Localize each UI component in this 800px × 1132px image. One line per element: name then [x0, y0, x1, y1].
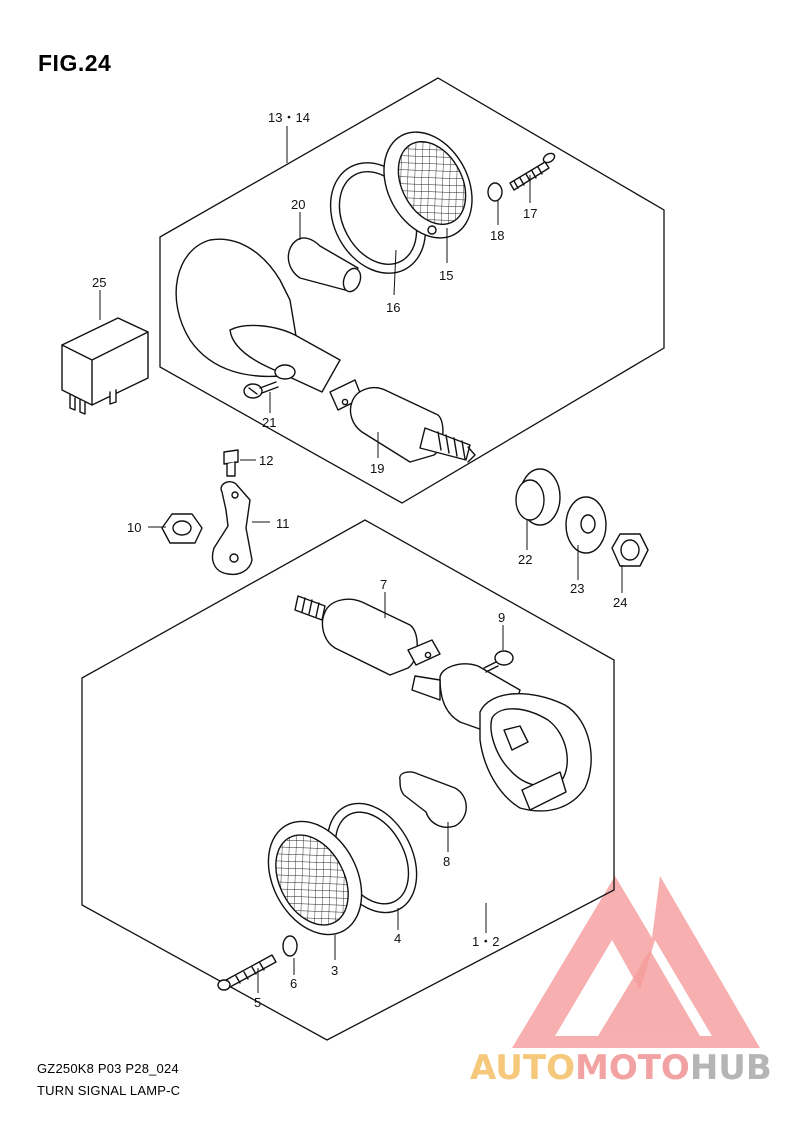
screw-lower: [217, 954, 277, 991]
watermark-auto: AUTO: [470, 1048, 575, 1088]
lens-upper: [383, 131, 473, 239]
diagram-code: GZ250K8 P03 P28_024: [37, 1061, 179, 1076]
lamp-stem-lower: [294, 595, 441, 676]
callout-8: 8: [443, 854, 450, 869]
washer-upper: [487, 182, 503, 202]
callout-16: 16: [386, 300, 400, 315]
watermark-text: AUTOMOTOHUB: [470, 1048, 772, 1088]
callout-21: 21: [262, 415, 276, 430]
bolt-12: [223, 449, 239, 477]
screw-upper: [509, 152, 556, 191]
watermark-hub: HUB: [689, 1048, 772, 1088]
lamp-housing-upper: [175, 238, 363, 411]
bulb-lower: [399, 771, 467, 828]
callout-15: 15: [439, 268, 453, 283]
screw-21: [243, 381, 279, 399]
bracket-11: [211, 481, 253, 576]
callout-19: 19: [370, 461, 384, 476]
grommet-22: [515, 468, 561, 526]
lamp-stem-upper: [349, 386, 476, 463]
callout-17: 17: [523, 206, 537, 221]
callout-4: 4: [394, 931, 401, 946]
callout-10: 10: [127, 520, 141, 535]
leader-lines: [99, 126, 623, 993]
screw-9: [483, 650, 514, 673]
figure-title: FIG.24: [38, 50, 112, 76]
callout-7: 7: [380, 577, 387, 592]
callout-1-2: 1・2: [472, 934, 499, 949]
callout-20: 20: [291, 197, 305, 212]
callout-9: 9: [498, 610, 505, 625]
callout-6: 6: [290, 976, 297, 991]
watermark-logo: [512, 876, 760, 1048]
callout-11: 11: [276, 516, 290, 531]
washer-lower: [282, 935, 298, 957]
callout-24: 24: [613, 595, 627, 610]
relay-25: [61, 317, 149, 415]
callout-22: 22: [518, 552, 532, 567]
diagram-name: TURN SIGNAL LAMP-C: [37, 1083, 181, 1098]
callout-18: 18: [490, 228, 504, 243]
nut-24: [611, 533, 649, 567]
callout-13-14: 13・14: [268, 110, 310, 125]
lamp-housing-lower: [411, 663, 592, 812]
watermark-moto: MOTO: [574, 1048, 690, 1088]
callout-25: 25: [92, 275, 106, 290]
callout-12: 12: [259, 453, 273, 468]
callout-3: 3: [331, 963, 338, 978]
callout-5: 5: [254, 995, 261, 1010]
bulb-upper: [287, 237, 362, 293]
washer-23: [565, 496, 607, 554]
lower-group-frame: [81, 519, 615, 1041]
nut-10: [161, 513, 203, 544]
lens-lower: [267, 820, 363, 936]
callout-23: 23: [570, 581, 584, 596]
upper-group-frame: [159, 77, 665, 504]
